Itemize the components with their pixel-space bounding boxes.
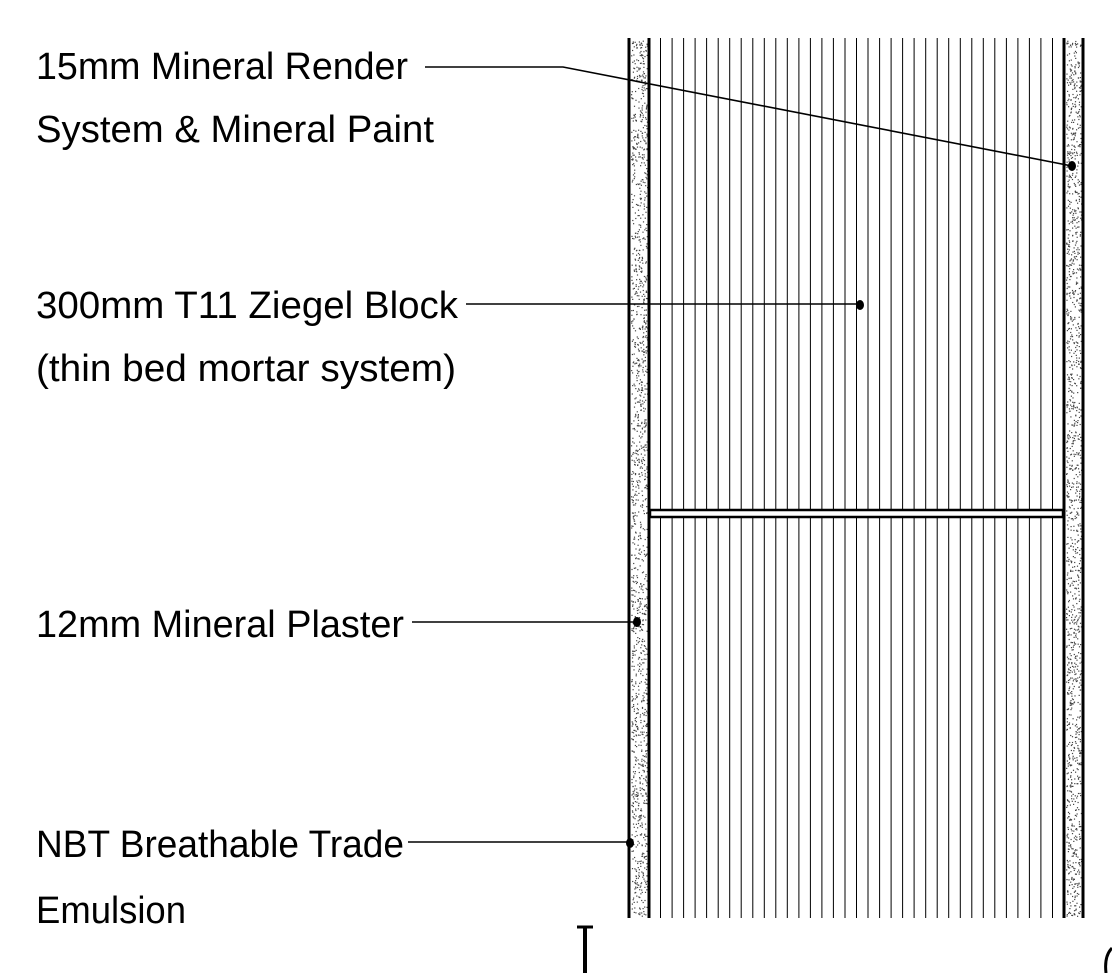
external-render-layer (1066, 40, 1083, 917)
plaster-dot (633, 617, 641, 627)
ziegel-block-hatching (660, 38, 1053, 918)
leader-lines (408, 66, 1073, 843)
render-label-line2: System & Mineral Paint (36, 109, 434, 151)
bed-joint (648, 508, 1065, 519)
emulsion-label-line1: NBT Breathable Trade (36, 824, 404, 866)
section-break-marks (577, 925, 1112, 973)
block-dot (856, 300, 864, 310)
plaster-label-line1: 12mm Mineral Plaster (36, 604, 404, 646)
render-label-line1: 15mm Mineral Render (36, 46, 408, 88)
render-dot (1068, 161, 1076, 171)
render-leader (425, 66, 1073, 167)
block-label-line1: 300mm T11 Ziegel Block (36, 285, 459, 327)
internal-plaster-layer (631, 40, 649, 917)
block-label-line2: (thin bed mortar system) (36, 348, 456, 390)
emulsion-label-line2: Emulsion (36, 890, 186, 932)
wall-outline (627, 38, 1085, 918)
emulsion-dot (626, 838, 634, 848)
leader-dots (626, 161, 1076, 848)
labels: 15mm Mineral Render System & Mineral Pai… (36, 46, 459, 932)
